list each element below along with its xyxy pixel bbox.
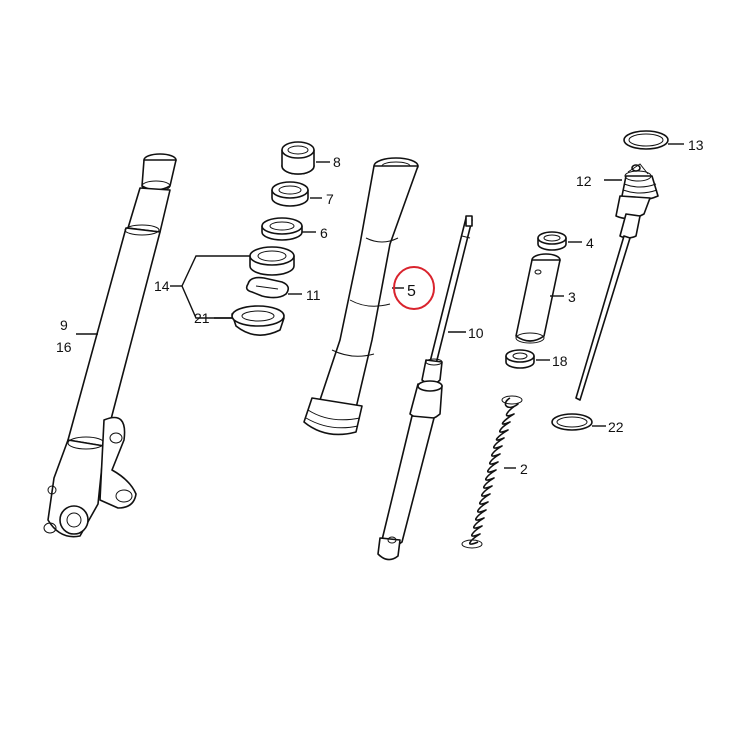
callout-12: 12 <box>576 173 592 189</box>
part-damper-rod-10[interactable] <box>377 215 473 561</box>
callout-21: 21 <box>194 310 210 326</box>
part-bushing-7[interactable] <box>271 181 309 207</box>
part-bushing-8[interactable] <box>281 141 315 175</box>
callout-4: 4 <box>586 235 594 251</box>
callout-2: 2 <box>520 461 528 477</box>
part-dust-boot-5[interactable] <box>303 157 419 436</box>
callout-5: 5 <box>407 283 416 300</box>
callout-8: 8 <box>333 154 341 170</box>
part-oil-seal[interactable] <box>249 246 295 276</box>
part-fork-slider[interactable] <box>43 153 177 538</box>
callout-9: 9 <box>60 317 68 333</box>
callout-13: 13 <box>688 137 704 153</box>
callout-10: 10 <box>468 325 484 341</box>
callout-22: 22 <box>608 419 624 435</box>
part-clip-11[interactable] <box>245 276 290 299</box>
callout-16: 16 <box>56 339 72 355</box>
part-washer-18[interactable] <box>505 349 535 369</box>
part-dust-seal-21[interactable] <box>231 305 285 336</box>
part-ring-4[interactable] <box>537 231 567 251</box>
callout-3: 3 <box>568 289 576 305</box>
part-fork-spring-2[interactable] <box>461 395 523 549</box>
callout-14: 14 <box>154 278 170 294</box>
callout-7: 7 <box>326 191 334 207</box>
highlight-circle-callout-5 <box>393 266 435 310</box>
part-fork-cap-bolt-12[interactable] <box>575 163 659 401</box>
callout-18: 18 <box>552 353 568 369</box>
part-o-ring-13[interactable] <box>623 130 669 150</box>
part-washer-6[interactable] <box>261 217 303 241</box>
part-o-ring-22[interactable] <box>551 413 593 431</box>
callout-6: 6 <box>320 225 328 241</box>
part-spacer-3[interactable] <box>515 253 561 344</box>
callout-11: 11 <box>306 287 321 303</box>
